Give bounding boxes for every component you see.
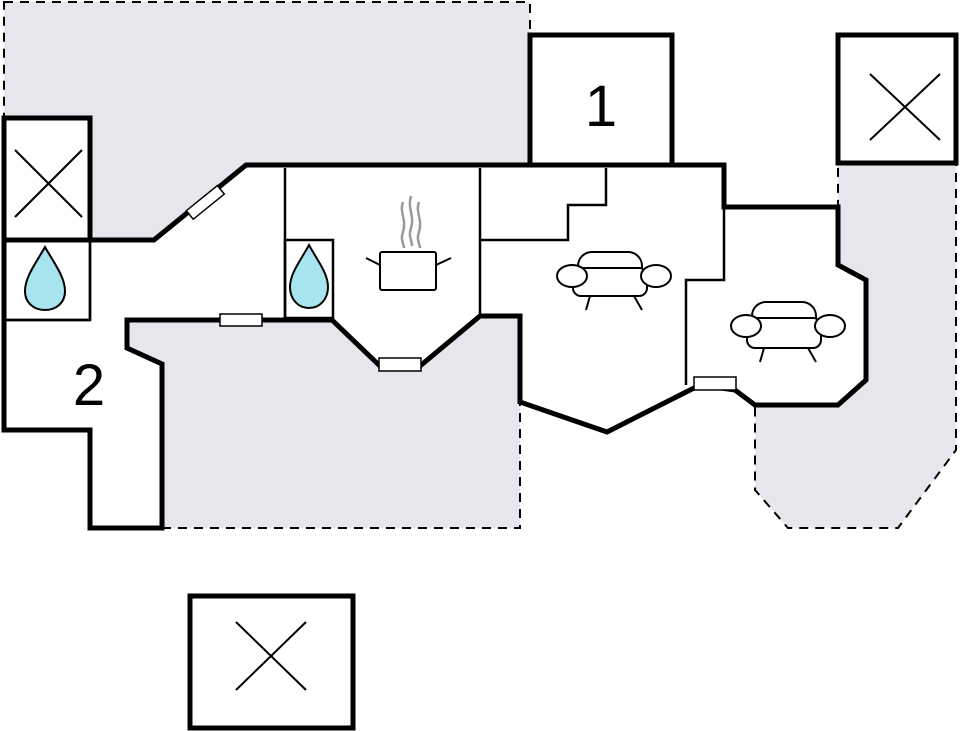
bedroom-1 (527, 32, 675, 168)
cross-box-icon (235, 621, 307, 691)
wall-stair (480, 168, 608, 242)
room-label-2: 2 (73, 353, 105, 418)
storage-room-west (1, 115, 93, 243)
sofa-icon (730, 301, 846, 363)
room-label-1: 1 (585, 74, 617, 139)
storage-room-south (187, 593, 356, 731)
window-icon (693, 376, 737, 391)
cooking-pot-icon (365, 195, 452, 291)
terrace-south (126, 315, 521, 529)
water-drop-icon (288, 242, 330, 310)
bathroom-west (2, 238, 92, 322)
water-drop-icon (23, 244, 67, 312)
bathroom-middle (283, 238, 335, 320)
cross-box-icon (869, 73, 941, 141)
window-icon (185, 184, 226, 221)
window-icon (219, 313, 263, 327)
wall-living-divider (684, 207, 726, 385)
cross-box-icon (14, 149, 83, 218)
window-icon (378, 357, 422, 372)
terrace-east (754, 162, 957, 529)
sofa-icon (556, 251, 672, 311)
